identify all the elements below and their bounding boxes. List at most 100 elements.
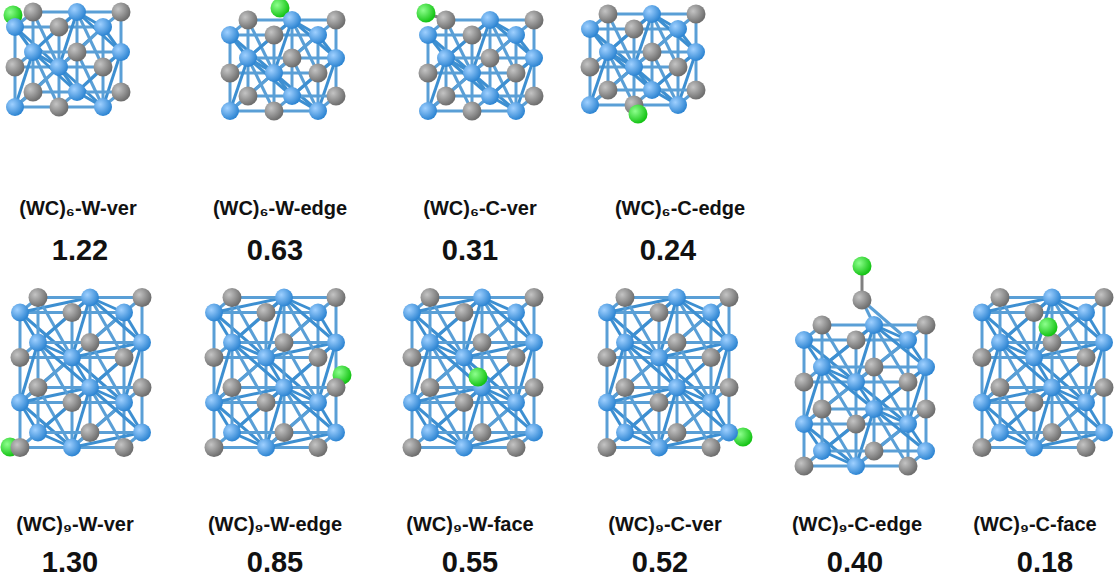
cluster-label: (WC)₆-C-edge [615, 198, 745, 218]
tungsten-atom [507, 26, 525, 44]
carbon-atom [239, 11, 258, 30]
carbon-atom [1077, 438, 1096, 457]
tungsten-atom [1043, 379, 1061, 397]
tungsten-atom [720, 424, 738, 442]
carbon-atom [112, 3, 131, 22]
tungsten-atom [598, 304, 616, 322]
tungsten-atom [239, 49, 257, 67]
carbon-atom [6, 58, 25, 77]
carbon-atom [795, 373, 814, 392]
carbon-atom [599, 5, 618, 24]
tungsten-atom [650, 439, 668, 457]
carbon-atom [473, 333, 492, 352]
adsorbate-atom [417, 4, 436, 23]
tungsten-atom [616, 424, 634, 442]
tungsten-atom [643, 81, 661, 99]
carbon-atom [421, 288, 440, 307]
tungsten-atom [581, 20, 599, 38]
carbon-atom [115, 438, 134, 457]
bond-line [284, 388, 336, 433]
tungsten-atom [115, 304, 133, 322]
tungsten-atom [419, 26, 437, 44]
carbon-atom [11, 348, 30, 367]
carbon-atom [581, 58, 600, 77]
cluster-label: (WC)₉-W-edge [208, 514, 342, 534]
tungsten-atom [257, 349, 275, 367]
carbon-atom [507, 348, 526, 367]
carbon-atom [668, 333, 687, 352]
carbon-atom [455, 303, 474, 322]
cluster-model [417, 4, 544, 121]
carbon-atom [68, 43, 87, 62]
energy-value: 0.52 [632, 548, 688, 577]
tungsten-atom [81, 289, 99, 307]
energy-value: 0.63 [247, 236, 303, 265]
tungsten-atom [917, 442, 935, 460]
carbon-atom [421, 378, 440, 397]
cluster-label: (WC)₉-C-face [973, 514, 1096, 534]
carbon-atom [463, 26, 482, 45]
tungsten-atom [11, 304, 29, 322]
tungsten-atom [327, 424, 345, 442]
carbon-atom [309, 64, 328, 83]
tungsten-atom [481, 11, 499, 29]
cluster-label: (WC)₆-C-ver [423, 198, 537, 218]
tungsten-atom [1025, 349, 1043, 367]
carbon-atom [599, 81, 618, 100]
tungsten-atom [1077, 304, 1095, 322]
cluster-model [205, 288, 352, 457]
carbon-atom [865, 442, 884, 461]
tungsten-atom [437, 49, 455, 67]
carbon-atom [507, 438, 526, 457]
carbon-atom [991, 288, 1010, 307]
tungsten-atom [221, 26, 239, 44]
tungsten-atom [813, 358, 831, 376]
cluster-model [795, 257, 936, 476]
energy-value: 0.24 [640, 236, 696, 265]
tungsten-atom [68, 3, 86, 21]
tungsten-atom [205, 394, 223, 412]
carbon-atom [437, 11, 456, 30]
carbon-atom [991, 378, 1010, 397]
carbon-atom [327, 11, 346, 30]
carbon-atom [81, 333, 100, 352]
tungsten-atom [581, 96, 599, 114]
carbon-atom [481, 49, 500, 68]
bond-line [90, 343, 142, 388]
tungsten-atom [1077, 394, 1095, 412]
carbon-atom [327, 288, 346, 307]
carbon-atom [275, 333, 294, 352]
tungsten-atom [94, 18, 112, 36]
carbon-atom [257, 303, 276, 322]
bond-line [284, 343, 336, 388]
carbon-atom [650, 303, 669, 322]
tungsten-atom [275, 289, 293, 307]
bond-line [38, 298, 90, 343]
tungsten-atom [63, 439, 81, 457]
carbon-atom [81, 423, 100, 442]
bond-line [38, 343, 90, 388]
cluster-model [581, 5, 706, 124]
tungsten-atom [421, 334, 439, 352]
bond-line [482, 343, 534, 388]
carbon-atom [309, 438, 328, 457]
carbon-atom [473, 423, 492, 442]
cluster-model [598, 288, 753, 457]
bond-line [1000, 388, 1052, 433]
tungsten-atom [327, 49, 345, 67]
carbon-atom [853, 291, 872, 310]
carbon-atom [29, 378, 48, 397]
tungsten-atom [1043, 289, 1061, 307]
carbon-atom [94, 58, 113, 77]
tungsten-atom [687, 43, 705, 61]
bond-line [1052, 298, 1104, 343]
tungsten-atom [669, 96, 687, 114]
tungsten-atom [865, 316, 883, 334]
tungsten-atom [917, 358, 935, 376]
carbon-atom [847, 331, 866, 350]
tungsten-atom [11, 394, 29, 412]
carbon-atom [265, 26, 284, 45]
carbon-atom [865, 358, 884, 377]
cluster-model [403, 288, 544, 457]
